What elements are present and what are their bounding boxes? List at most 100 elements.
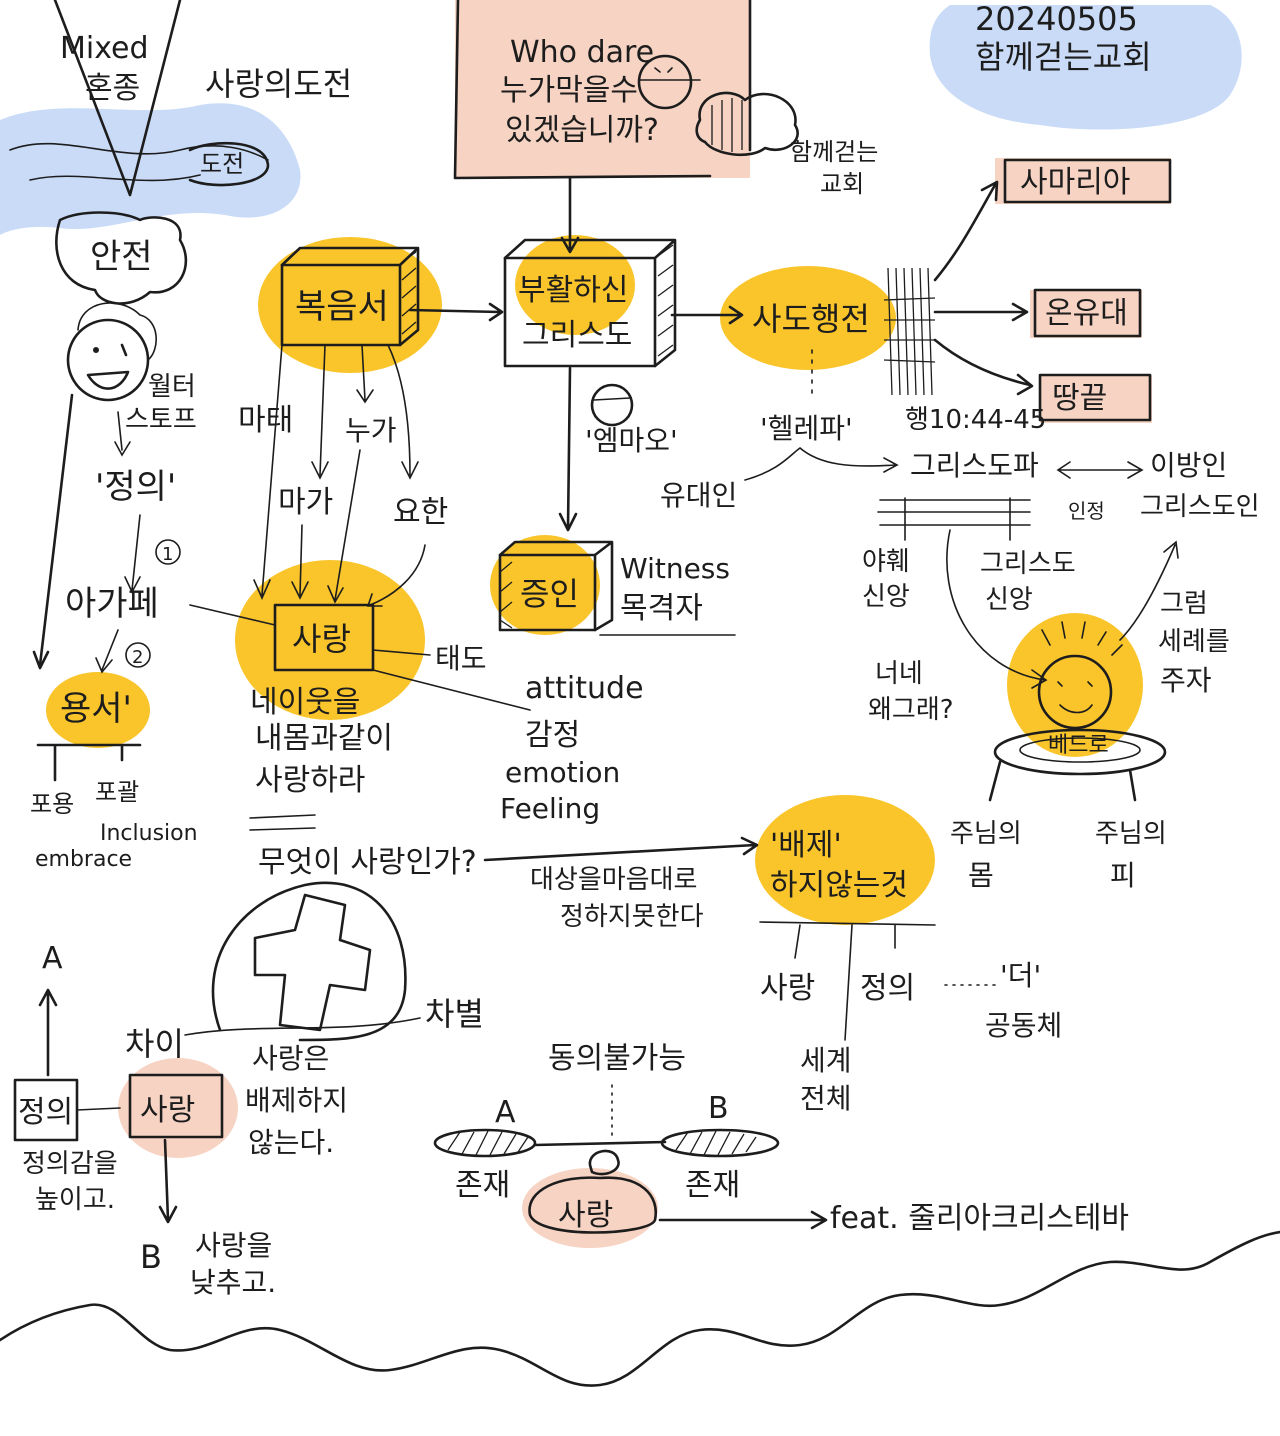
walter-face-icon [32, 302, 157, 670]
justice-box-label: 정의 [18, 1095, 73, 1130]
emotion-en-label: emotion [505, 756, 620, 789]
love-box [273, 603, 375, 672]
challenge-label: 도전 [200, 150, 244, 178]
emmaus-face-icon [590, 383, 634, 427]
witness-en-label: Witness [620, 552, 730, 585]
gentile-label-2: 그리스도인 [1140, 492, 1260, 522]
funnel-drawing [9, 0, 270, 305]
embrace-en-label: embrace [35, 847, 132, 872]
samaria-label: 사마리아 [1020, 165, 1130, 200]
acknowledge-label: 인정 [1068, 499, 1105, 523]
feat-label: feat. 줄리아크리스테바 [830, 1201, 1129, 1236]
feeling-en-label: Feeling [500, 792, 600, 825]
inclusion-en-label: Inclusion [100, 821, 198, 846]
b-bottom-label: B [140, 1238, 162, 1276]
love-node-label: 사랑 [292, 620, 351, 658]
peter-face-icon [1037, 621, 1123, 730]
gentile-label-1: 이방인 [1150, 449, 1227, 482]
neighbor-label-2: 내몸과같이 [255, 721, 393, 756]
agape-label: 아가페 [65, 584, 159, 624]
exist-right-label: 존재 [685, 1168, 740, 1203]
gospels-label: 복음서 [295, 287, 389, 327]
jews-label: 유대인 [660, 479, 737, 512]
exclusion-justice-label: 정의 [860, 971, 915, 1006]
inclusion-ko-label: 포괄 [95, 778, 139, 806]
then-label-3: 주자 [1160, 664, 1212, 697]
neighbor-label-1: 네이웃을 [250, 685, 360, 720]
not-choose-label-2: 정하지못한다 [560, 902, 704, 932]
ends-label: 땅끝 [1052, 381, 1107, 416]
love-center-label: 사랑 [558, 1198, 613, 1233]
peter-label: 베드로 [1048, 733, 1109, 758]
love-no-exclude-label-2: 배제하지 [245, 1084, 348, 1117]
a-label: A [495, 1095, 516, 1130]
witness-box [498, 540, 614, 632]
ends-box [1038, 373, 1152, 422]
christian-party-label: 그리스도파 [910, 449, 1039, 482]
risen-christ-box [503, 238, 677, 368]
yellow-highlights [46, 235, 1143, 925]
christ-faith-label-1: 그리스도 [980, 549, 1076, 579]
not-choose-label-1: 대상을마음대로 [530, 865, 697, 895]
title-line1: Who dare [510, 35, 654, 70]
justice-quote-label: '정의' [95, 467, 176, 507]
mountain-line [0, 1230, 1280, 1387]
seesaw-drawing [433, 1128, 780, 1234]
walter-label-1: 월터 [148, 372, 196, 402]
emmaus-label: '엠마오' [585, 424, 678, 457]
then-label-2: 세례를 [1158, 627, 1230, 657]
title-box [455, 0, 750, 178]
discrimination-label: 차별 [425, 995, 484, 1033]
coexist-label: 동의불가능 [548, 1041, 686, 1076]
cloud-icon [695, 91, 799, 157]
risen-label-1: 부활하신 [518, 273, 628, 308]
luke-label: 누가 [345, 414, 397, 447]
body-label-2: 몸 [968, 859, 994, 892]
acts-hatch [883, 267, 936, 396]
attitude-en-label: attitude [525, 671, 644, 706]
emotion-ko-label: 감정 [525, 718, 580, 753]
walter-label-2: 스토프 [125, 405, 197, 435]
yahweh-label-1: 야훼 [862, 547, 910, 577]
sky-wave [0, 103, 301, 235]
body-label-1: 주님의 [950, 819, 1022, 849]
no-exclusion-label-2: 하지않는것 [770, 868, 908, 903]
judea-label: 온유대 [1045, 296, 1128, 331]
embrace-ko-label: 포용 [30, 790, 74, 818]
whole-world-label-1: 세계 [800, 1044, 852, 1077]
pedestal-icon [988, 728, 1167, 802]
date-cloud [929, 5, 1242, 130]
love-lower-label-1: 사랑을 [195, 1229, 272, 1262]
risen-label-2: 그리스도 [522, 318, 632, 353]
no-exclusion-label-1: '배제' [770, 828, 842, 863]
why-label-2: 왜그래? [868, 695, 954, 725]
hellenist-label: '헬레파' [760, 412, 853, 445]
whole-world-label-2: 전체 [800, 1082, 852, 1115]
acts-label: 사도행전 [752, 300, 870, 338]
gospel-box [280, 246, 420, 347]
attitude-ko-label: 태도 [435, 642, 487, 675]
samaria-box [1003, 158, 1172, 204]
more-label: '더' [1000, 959, 1041, 992]
justice-raise-label-2: 높이고. [35, 1185, 115, 1215]
forgiveness-label: 용서' [60, 689, 132, 729]
date-label: 20240505 [975, 0, 1138, 38]
blood-label-1: 주님의 [1095, 819, 1167, 849]
difference-label: 차이 [125, 1025, 184, 1063]
church-label: 함께걷는교회 [975, 38, 1152, 76]
b-label: B [708, 1091, 729, 1126]
globe-cross-icon [211, 881, 407, 1042]
community-label: 공동체 [985, 1009, 1062, 1042]
love-box-rect [128, 1073, 224, 1139]
neighbor-label-3: 사랑하라 [255, 763, 365, 798]
mark-label: 마가 [278, 485, 333, 520]
witness-ko-label: 증인 [520, 575, 579, 613]
blood-label-2: 피 [1110, 859, 1136, 892]
small-face-icon [637, 54, 701, 110]
salmon-highlights [118, 158, 1171, 1248]
challenge-of-love-label: 사랑의도전 [205, 65, 352, 103]
step1-label: 1 [162, 544, 173, 565]
yahweh-label-2: 신앙 [862, 582, 910, 612]
eyewitness-label: 목격자 [620, 591, 703, 626]
